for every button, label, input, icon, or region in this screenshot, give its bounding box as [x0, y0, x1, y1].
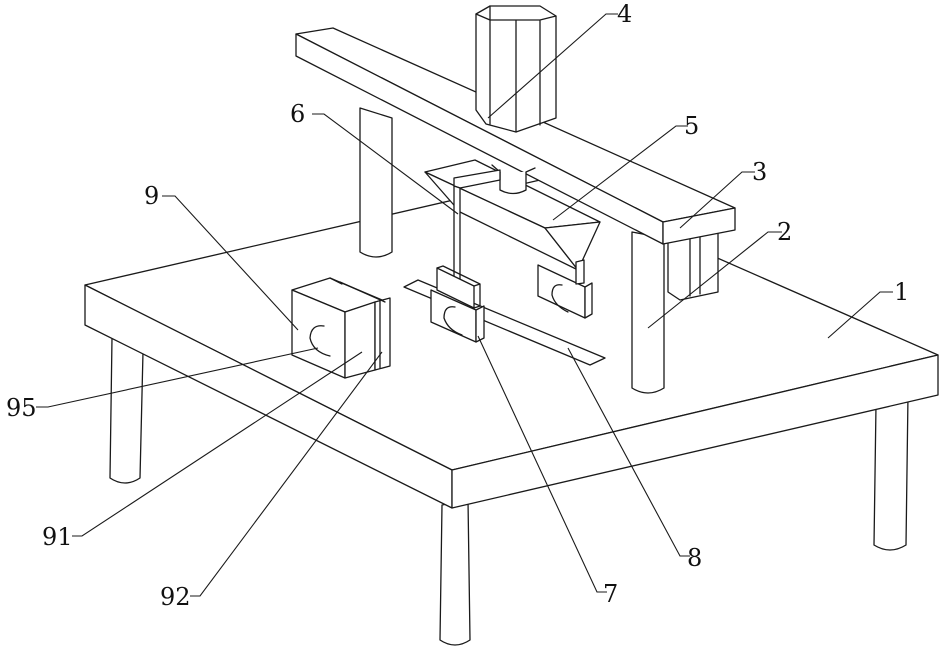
leader-3	[679, 171, 755, 229]
leader-91	[72, 351, 363, 537]
hopper-end-face	[544, 221, 601, 271]
fixture-rear-post	[575, 259, 585, 285]
clamp-block-plate-92	[374, 297, 391, 371]
column-back-left	[359, 107, 393, 258]
leader-9	[162, 195, 299, 331]
arm-horizontal	[453, 169, 501, 189]
tabletop-right-face	[451, 354, 939, 509]
arm-vertical-rod	[453, 185, 461, 283]
leader-7	[477, 335, 607, 593]
leader-8	[567, 347, 690, 557]
table-leg-front-left	[109, 337, 144, 484]
clamp-block-grooves	[329, 277, 386, 369]
leader-1	[827, 291, 893, 339]
spindle-coupling	[499, 172, 527, 195]
label-2: 2	[777, 218, 792, 246]
label-95: 95	[6, 394, 37, 422]
leader-4	[487, 13, 618, 119]
clamp-block	[291, 277, 391, 379]
label-5: 5	[684, 112, 699, 140]
leader-lines	[36, 13, 893, 597]
column-front-right	[631, 231, 665, 394]
leader-6	[312, 113, 459, 215]
fixture-rear-hole	[551, 284, 569, 313]
label-7: 7	[603, 580, 618, 608]
label-92: 92	[160, 583, 191, 611]
bracket-block-detail	[689, 227, 701, 297]
fixture-rear	[537, 259, 593, 319]
label-3: 3	[752, 158, 767, 186]
leader-95	[36, 347, 319, 408]
fixture-rear-side	[584, 282, 593, 319]
label-4: 4	[617, 0, 632, 28]
motor	[475, 5, 557, 133]
label-6: 6	[290, 100, 305, 128]
table-leg-right	[873, 394, 909, 551]
label-8: 8	[687, 544, 702, 572]
motor-edges	[475, 5, 557, 133]
label-1: 1	[894, 278, 909, 306]
fixture-front-hole	[443, 306, 463, 336]
label-9: 9	[144, 182, 159, 210]
leader-2	[647, 231, 782, 329]
leader-92	[190, 351, 383, 597]
table-legs	[109, 337, 909, 646]
fixture-front-upper-top	[436, 265, 481, 309]
clamp-hole-95	[309, 325, 331, 357]
reference-numerals: 1 2 3 4 5 6 7 8 9 91 92 95	[6, 0, 909, 611]
table-leg-front	[439, 499, 471, 646]
fixture-front-side	[475, 305, 485, 343]
fixture-front	[430, 265, 485, 343]
label-91: 91	[42, 523, 73, 551]
leader-5	[552, 125, 688, 221]
top-beam-end-face	[662, 207, 736, 245]
